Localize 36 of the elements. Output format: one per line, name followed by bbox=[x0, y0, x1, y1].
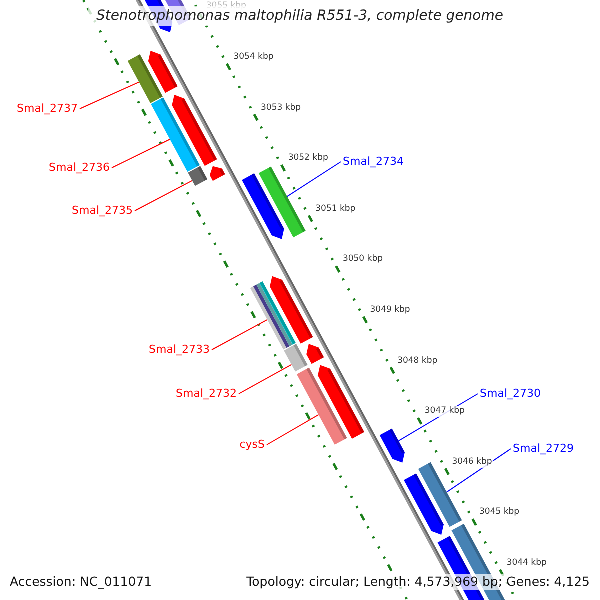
gene-label: Smal_2730 bbox=[480, 387, 541, 401]
scale-label: 3047 kbp bbox=[424, 406, 466, 418]
scale-label: 3052 kbp bbox=[287, 153, 330, 164]
gene-label: cysS bbox=[240, 438, 265, 452]
scale-label: 3046 kbp bbox=[451, 456, 494, 468]
gene-label: Smal_2732 bbox=[176, 387, 237, 401]
gene-label: Smal_2734 bbox=[343, 155, 404, 169]
leader-line bbox=[80, 82, 140, 110]
leader-line bbox=[112, 139, 171, 168]
leader-line bbox=[266, 414, 320, 446]
gene-bar bbox=[250, 282, 296, 350]
gene-bar bbox=[296, 368, 348, 445]
leader-line bbox=[212, 319, 268, 350]
gene-label: Smal_2737 bbox=[17, 102, 78, 116]
leader-line bbox=[286, 162, 342, 198]
gene-bar bbox=[128, 54, 163, 104]
scale-label: 3051 kbp bbox=[314, 204, 357, 215]
gene-label: Smal_2733 bbox=[149, 343, 210, 357]
gene-bar bbox=[284, 344, 308, 372]
gene-bar bbox=[188, 166, 208, 186]
genome-info-text: Topology: circular; Length: 4,573,969 bp; Genes: 4,125 bbox=[244, 574, 592, 590]
scale-label: 3049 kbp bbox=[369, 304, 412, 316]
gene-label: Smal_2729 bbox=[513, 442, 574, 456]
scale-label: 3050 kbp bbox=[342, 254, 384, 266]
scale-label: 3045 kbp bbox=[478, 507, 521, 518]
gene-label: Smal_2735 bbox=[72, 204, 133, 218]
leader-line bbox=[134, 180, 193, 212]
scale-label: 3054 kbp bbox=[232, 52, 275, 63]
gene-label: Smal_2736 bbox=[49, 161, 110, 175]
scale-label: 3044 kbp bbox=[506, 558, 548, 569]
gene-bar bbox=[258, 166, 306, 238]
gene-bar bbox=[151, 98, 200, 172]
leader-line bbox=[238, 364, 292, 394]
scale-label: 3053 kbp bbox=[260, 102, 302, 114]
gene-block bbox=[380, 428, 405, 463]
scale-label: 3048 kbp bbox=[396, 356, 439, 367]
